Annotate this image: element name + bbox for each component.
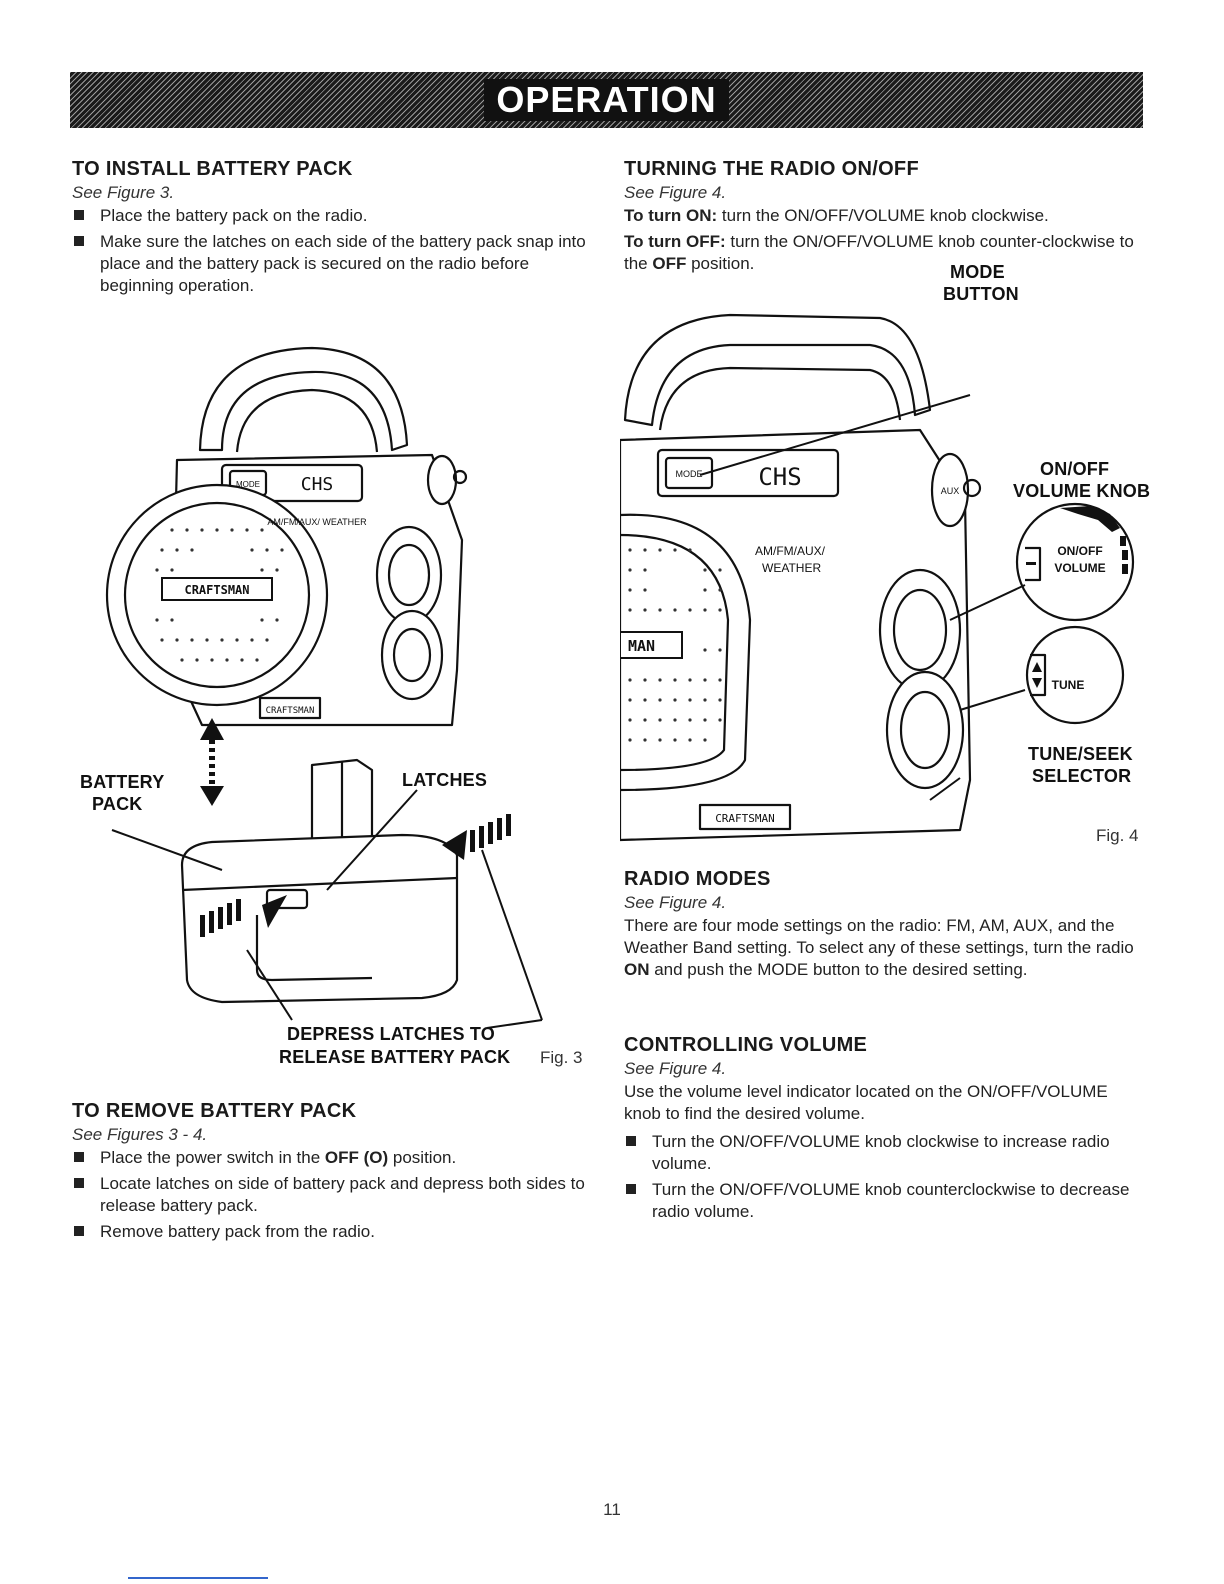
remove-see-figure: See Figures 3 - 4. (72, 1125, 208, 1144)
install-bullet-list: Place the battery pack on the radio. Mak… (72, 205, 592, 297)
figure-4-radio-controls: MAN CRAFTSMAN MODE CHS AUX AM/FM/AUX/ WE… (620, 313, 1150, 842)
radio-handle (198, 346, 409, 452)
knob-volume-label: VOLUME (1054, 561, 1105, 575)
turning-section: TURNING THE RADIO ON/OFF See Figure 4. T… (624, 158, 1144, 275)
bullet-square-icon (626, 1184, 636, 1194)
bullet-square-icon (74, 236, 84, 246)
fig3-brand-base: CRAFTSMAN (266, 706, 315, 716)
volume-level-indicator-icon (1060, 506, 1128, 574)
aux-bump (930, 452, 970, 528)
fig3-label: Fig. 3 (540, 1048, 583, 1067)
battery-pack-body (180, 833, 459, 1004)
fig3-brand: CRAFTSMAN (184, 583, 249, 597)
banner-title: OPERATION (484, 79, 729, 121)
volume-bullet-list: Turn the ON/OFF/VOLUME knob clockwise to… (624, 1131, 1144, 1223)
bullet-square-icon (74, 1152, 84, 1162)
insert-remove-arrow-icon (200, 718, 224, 806)
turn-on-text: To turn ON: turn the ON/OFF/VOLUME knob … (624, 206, 1049, 225)
modes-see-figure: See Figure 4. (624, 893, 727, 912)
turning-see-figure: See Figure 4. (624, 183, 727, 202)
onoff-label-line1: ON/OFF (1040, 459, 1109, 479)
tune-knob (380, 609, 444, 701)
volume-heading: CONTROLLING VOLUME (624, 1034, 868, 1056)
bullet-square-icon (74, 1226, 84, 1236)
onoff-volume-knob-zoom (1015, 502, 1135, 622)
tuneseek-label-line2: SELECTOR (1032, 766, 1131, 786)
list-item: Place the power switch in the OFF (O) po… (72, 1147, 592, 1169)
fig3-display-text: CHS (301, 474, 334, 495)
depress-label-line1: DEPRESS LATCHES TO (287, 1024, 495, 1044)
volume-knob (375, 525, 443, 625)
radio-handle (623, 313, 932, 427)
install-see-figure: See Figure 3. (72, 183, 175, 202)
install-heading: TO INSTALL BATTERY PACK (72, 158, 353, 180)
knob-tune-label: TUNE (1052, 678, 1085, 692)
speaker-dots (155, 528, 284, 662)
bullet-square-icon (74, 1178, 84, 1188)
modes-heading: RADIO MODES (624, 868, 771, 890)
mode-button-label-2: BUTTON (943, 284, 1019, 304)
fig4-aux-label: AUX (941, 486, 960, 496)
bullet-square-icon (74, 210, 84, 220)
knob-onoff-label: ON/OFF (1057, 544, 1102, 558)
figure-3-battery-install: CRAFTSMAN CRAFTSMAN MODE CHS AM/FM/AUX/ … (80, 346, 543, 1067)
tune-knob-zoom (1025, 625, 1125, 725)
tune-knob (885, 670, 965, 790)
volume-section: CONTROLLING VOLUME See Figure 4. Use the… (624, 1034, 1144, 1227)
footer-line (128, 1577, 268, 1579)
depress-label-line2: RELEASE BATTERY PACK (279, 1047, 510, 1067)
remove-heading: TO REMOVE BATTERY PACK (72, 1100, 357, 1122)
bullet-square-icon (626, 1136, 636, 1146)
modes-section: RADIO MODES See Figure 4. There are four… (624, 868, 1144, 981)
remove-bullet-list: Place the power switch in the OFF (O) po… (72, 1147, 592, 1243)
list-item: Place the battery pack on the radio. (72, 205, 592, 227)
fig4-band-label-2: WEATHER (762, 561, 821, 575)
remove-section: TO REMOVE BATTERY PACK See Figures 3 - 4… (72, 1100, 592, 1247)
latch-arrow-right-icon (442, 814, 511, 860)
onoff-label-line2: VOLUME KNOB (1013, 481, 1150, 501)
speaker-dots (628, 548, 722, 742)
turn-off-text: To turn OFF: turn the ON/OFF/VOLUME knob… (624, 232, 1134, 273)
list-item: Locate latches on side of battery pack a… (72, 1173, 592, 1217)
fig4-mode-label: MODE (676, 469, 703, 479)
turning-heading: TURNING THE RADIO ON/OFF (624, 158, 919, 180)
list-item: Remove battery pack from the radio. (72, 1221, 592, 1243)
battery-pack-label-line2: PACK (92, 794, 142, 814)
fig4-brand-front: MAN (628, 637, 655, 655)
volume-see-figure: See Figure 4. (624, 1059, 727, 1078)
fig4-display-text: CHS (758, 463, 801, 491)
list-item: Make sure the latches on each side of th… (72, 231, 592, 297)
latch-arrow-left-icon (200, 895, 287, 937)
fig3-band-label: AM/FM/AUX/ WEATHER (267, 517, 367, 527)
radio-display (656, 448, 840, 498)
fig4-label: Fig. 4 (1096, 826, 1139, 845)
fig4-brand-base: CRAFTSMAN (715, 812, 775, 825)
fig3-mode-label: MODE (236, 480, 260, 489)
install-section: TO INSTALL BATTERY PACK See Figure 3. Pl… (72, 158, 592, 301)
latches-label: LATCHES (402, 770, 487, 790)
list-item: Turn the ON/OFF/VOLUME knob counterclock… (624, 1179, 1144, 1223)
modes-text: There are four mode settings on the radi… (624, 916, 1134, 979)
fig4-band-label-1: AM/FM/AUX/ (755, 544, 826, 558)
volume-text: Use the volume level indicator located o… (624, 1082, 1108, 1123)
tuneseek-label-line1: TUNE/SEEK (1028, 744, 1133, 764)
list-item: Turn the ON/OFF/VOLUME knob clockwise to… (624, 1131, 1144, 1175)
section-banner: OPERATION (70, 72, 1143, 128)
page-number: 11 (603, 1500, 621, 1519)
battery-pack-label-line1: BATTERY (80, 772, 164, 792)
mode-button-callout: MODE BUTTON (943, 262, 1019, 304)
mode-button-label-1: MODE (950, 262, 1005, 282)
